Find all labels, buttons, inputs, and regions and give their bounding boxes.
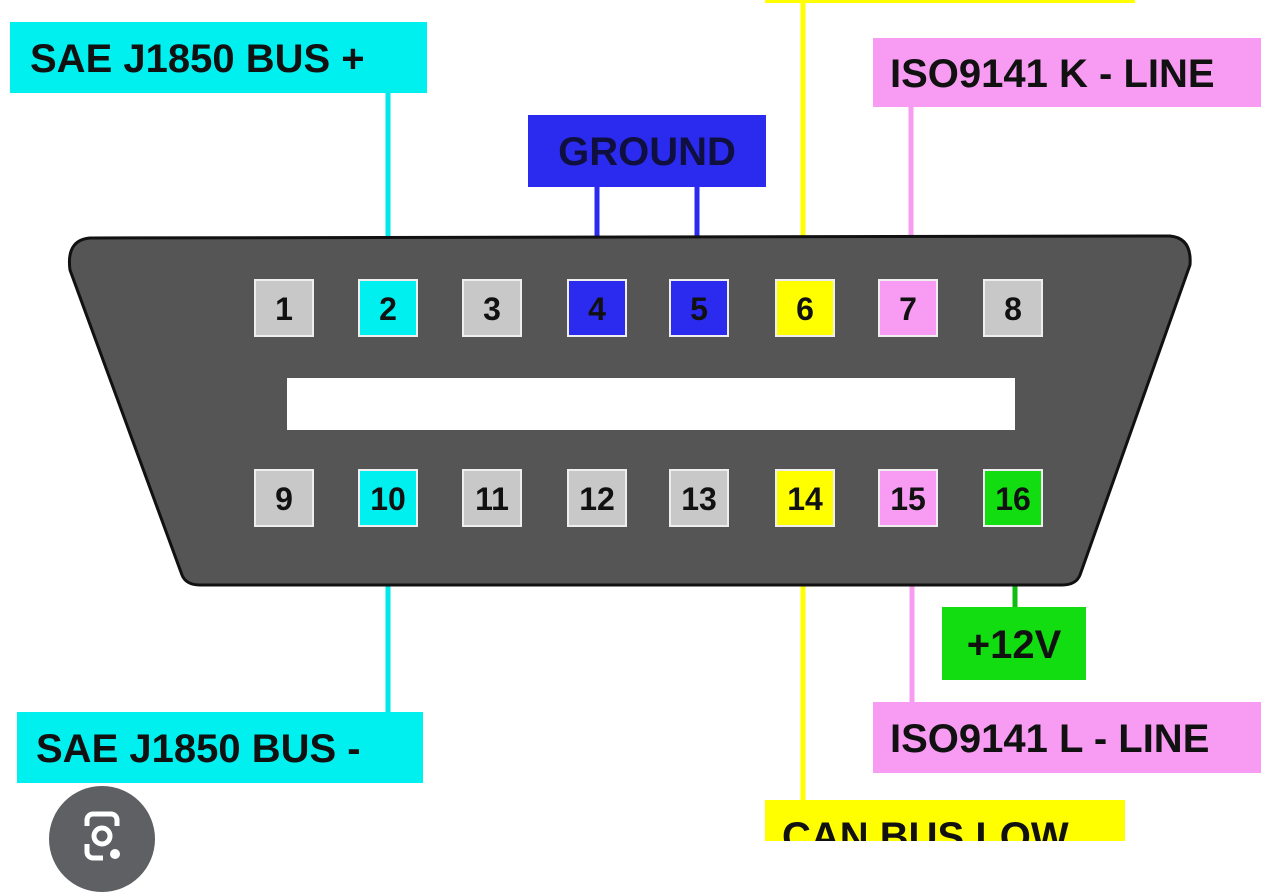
label-iso-k: ISO9141 K - LINE	[890, 52, 1215, 96]
pin-box	[462, 469, 522, 527]
pin-number: 14	[787, 481, 823, 517]
label-box-12v	[942, 607, 1086, 680]
label-box-can-low	[765, 800, 1125, 841]
pin-4: 4	[567, 279, 627, 337]
google-lens-button[interactable]	[49, 786, 155, 892]
label-12v: +12V	[967, 623, 1062, 667]
pin-box	[567, 469, 627, 527]
pin-number: 12	[579, 481, 615, 517]
pin-box	[878, 469, 938, 527]
pin-number: 10	[370, 481, 406, 517]
pin-number: 15	[890, 481, 926, 517]
pin-number: 4	[588, 291, 606, 327]
pin-13: 13	[669, 469, 729, 527]
pin-box	[462, 279, 522, 337]
pin-box	[983, 469, 1043, 527]
pin-16: 16	[983, 469, 1043, 527]
pin-box	[254, 469, 314, 527]
label-box-iso-k	[873, 38, 1261, 107]
pin-box	[254, 279, 314, 337]
pin-number: 13	[681, 481, 717, 517]
pin-box	[983, 279, 1043, 337]
pin-number: 8	[1004, 291, 1022, 327]
connector-slot	[287, 378, 1015, 430]
label-box-sae-plus	[10, 22, 427, 93]
pin-box	[775, 279, 835, 337]
label-box-can-high-cut	[765, 0, 1135, 3]
pin-number: 3	[483, 291, 501, 327]
pin-number: 7	[899, 291, 917, 327]
label-sae-plus: SAE J1850 BUS +	[30, 37, 365, 81]
pin-6: 6	[775, 279, 835, 337]
pin-11: 11	[462, 469, 522, 527]
pin-box	[669, 469, 729, 527]
pin-box	[567, 279, 627, 337]
google-lens-icon	[84, 811, 120, 861]
pin-number: 16	[995, 481, 1031, 517]
pin-15: 15	[878, 469, 938, 527]
pin-box	[669, 279, 729, 337]
pin-12: 12	[567, 469, 627, 527]
pin-number: 1	[275, 291, 293, 327]
pin-7: 7	[878, 279, 938, 337]
label-can-low: CAN BUS LOW	[782, 815, 1069, 841]
label-box-sae-minus	[17, 712, 423, 783]
pin-number: 5	[690, 291, 708, 327]
pin-10: 10	[358, 469, 418, 527]
pin-1: 1	[254, 279, 314, 337]
pin-5: 5	[669, 279, 729, 337]
pin-number: 9	[275, 481, 293, 517]
label-sae-minus: SAE J1850 BUS -	[36, 727, 361, 771]
label-box-iso-l	[873, 702, 1261, 773]
label-ground: GROUND	[558, 130, 736, 174]
pin-3: 3	[462, 279, 522, 337]
pin-9: 9	[254, 469, 314, 527]
pin-number: 2	[379, 291, 397, 327]
label-box-ground	[528, 115, 766, 187]
pin-number: 6	[796, 291, 814, 327]
pin-box	[878, 279, 938, 337]
pin-2: 2	[358, 279, 418, 337]
pin-box	[775, 469, 835, 527]
pin-number: 11	[475, 481, 509, 517]
pin-box	[358, 279, 418, 337]
pin-8: 8	[983, 279, 1043, 337]
label-iso-l: ISO9141 L - LINE	[890, 717, 1209, 761]
pin-14: 14	[775, 469, 835, 527]
pin-box	[358, 469, 418, 527]
